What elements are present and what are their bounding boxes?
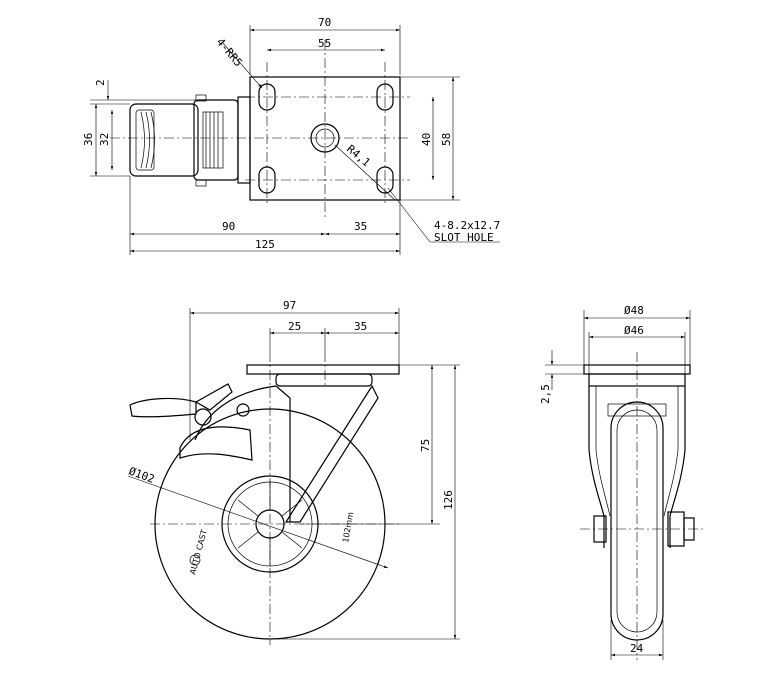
dim-d48: Ø48 [624,304,644,317]
dim-25: 25 [288,320,301,333]
top-view: 70 55 4-RR5 R4,1 2 36 32 40 [82,16,500,255]
brand-logo-icon [189,554,201,566]
wheel-brand: AUTO CAST [188,529,209,576]
side-dimensions: 97 25 35 75 126 Ø102 [127,299,460,640]
dim-70: 70 [318,16,331,29]
dim-dia102: Ø102 [127,465,156,486]
dim-126: 126 [442,490,455,510]
dim-r41: R4,1 [344,142,373,169]
fork-back [194,385,277,441]
slot-note: 4-8.2x12.7 [434,219,500,232]
brake-pedal-top [129,94,251,187]
brake-bracket [179,426,253,461]
dim-d46: Ø46 [624,324,644,337]
dim-rr5: 4-RR5 [214,36,245,70]
dim-55: 55 [318,37,331,50]
dim-32: 32 [98,133,111,146]
dim-35-top: 35 [354,220,367,233]
dim-58: 58 [440,133,453,146]
slot-holes [258,83,394,194]
dim-w24: 24 [630,642,644,655]
slot-label: SLOT HOLE [434,231,494,244]
front-dimensions: Ø48 Ø46 2,5 24 [539,304,691,660]
side-view: AUTO CAST 102mm 97 25 35 75 126 [127,299,460,645]
swivel-head [275,373,373,387]
brake-lever [194,383,233,411]
dim-2: 2 [94,79,107,86]
brake-pin [236,403,250,417]
wheel-size: 102mm [341,511,355,543]
dim-97: 97 [283,299,296,312]
dim-125: 125 [255,238,275,251]
fork-inner [275,385,291,522]
front-fork [588,386,686,548]
front-view: Ø48 Ø46 2,5 24 [539,304,705,660]
dim-36: 36 [82,133,95,146]
brake-pedal [129,397,197,418]
fork-leg [284,384,379,523]
dim-35-side: 35 [354,320,367,333]
dim-40: 40 [420,133,433,146]
dim-t25: 2,5 [539,384,552,404]
dim-90: 90 [222,220,235,233]
dim-75: 75 [419,439,432,452]
brake-pivot [194,408,212,426]
